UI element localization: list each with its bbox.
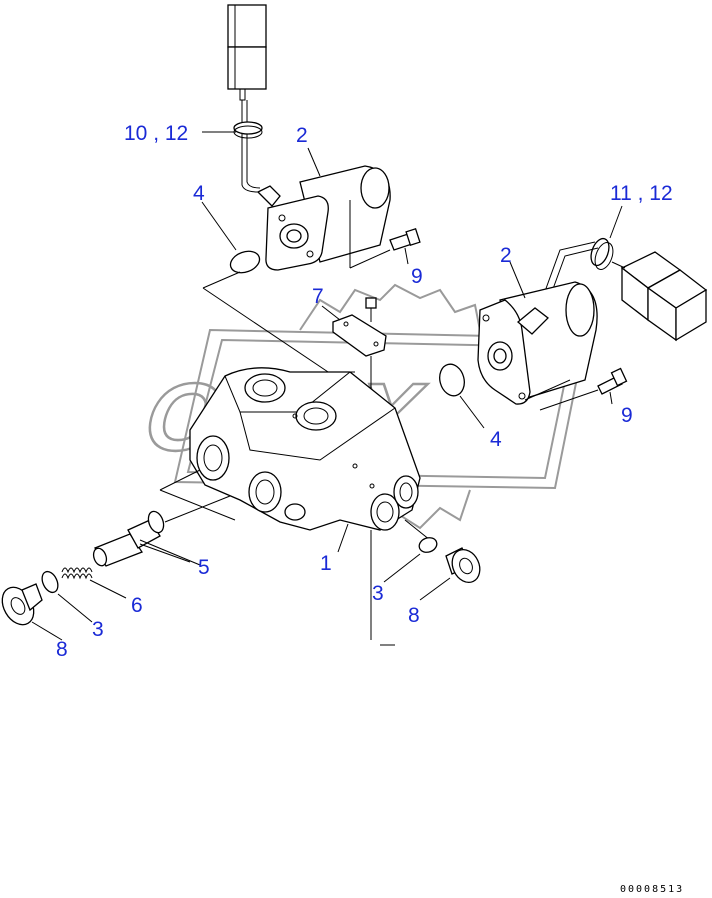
callout-3-left: 3: [92, 618, 104, 641]
spring-6: [61, 567, 93, 580]
callout-4-left: 4: [193, 182, 205, 205]
guide-lines: [159, 371, 571, 541]
bolt-9-lower: [539, 367, 628, 411]
connector-left: [227, 4, 267, 101]
callout-4-right: 4: [490, 428, 502, 451]
callout-2-left: 2: [296, 124, 308, 147]
o-ring-3-left: [41, 570, 59, 594]
connector-right: [611, 251, 708, 342]
callout-5: 5: [198, 556, 210, 579]
callout-9-lower: 9: [621, 404, 633, 427]
document-number: 00008513: [620, 884, 684, 895]
o-ring-3-right: [418, 537, 438, 553]
bolt-9-upper: [349, 227, 421, 269]
callout-11-12: 11 , 12: [610, 182, 673, 205]
o-ring-4-right: [439, 363, 465, 397]
o-ring-4-left: [202, 250, 341, 381]
harness-right: [539, 237, 614, 309]
solenoid-valve-left: [256, 165, 391, 271]
spool-5: [92, 495, 231, 567]
callout-8-right: 8: [408, 604, 420, 627]
callout-2-right: 2: [500, 244, 512, 267]
plug-8-left: [1, 583, 43, 626]
harness-left: [233, 100, 263, 193]
plug-8-right: [445, 547, 481, 584]
callout-7: 7: [312, 285, 324, 308]
callout-8-left: 8: [56, 638, 68, 661]
callout-10-12: 10 , 12: [124, 122, 188, 145]
leader-lines: [31, 131, 623, 641]
callout-1: 1: [320, 552, 332, 575]
callout-3-right: 3: [372, 582, 384, 605]
callout-6: 6: [131, 594, 143, 617]
callout-9-upper: 9: [411, 265, 423, 288]
solenoid-valve-right: [477, 281, 598, 405]
valve-body: [189, 367, 421, 646]
